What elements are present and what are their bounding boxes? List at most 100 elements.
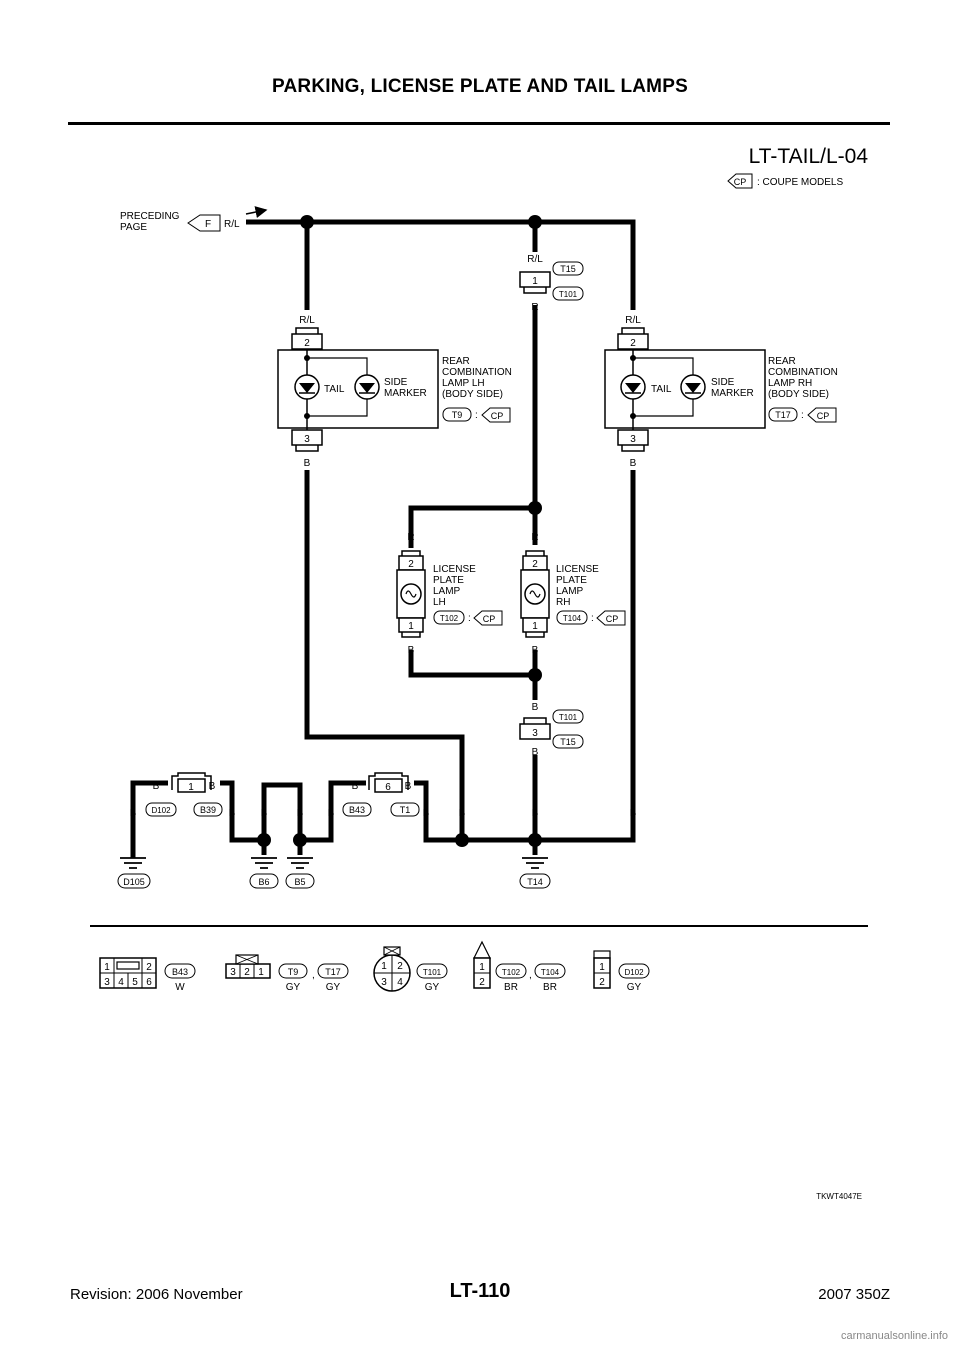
svg-text:CP: CP [483,614,496,624]
legend-coupe: CP : COUPE MODELS [727,173,843,189]
svg-text:RH: RH [556,597,570,608]
svg-text:B5: B5 [294,877,305,887]
svg-text:D102: D102 [624,968,644,977]
svg-text:T15: T15 [560,737,576,747]
svg-text:2: 2 [146,962,152,973]
svg-text:T9: T9 [452,410,463,420]
svg-text:2: 2 [304,338,310,349]
svg-text:LICENSE: LICENSE [556,564,599,575]
svg-text:B: B [328,808,335,819]
svg-text:3: 3 [104,977,110,988]
svg-text:B: B [229,808,236,819]
svg-text:B: B [630,458,637,469]
svg-text:LAMP RH: LAMP RH [768,378,812,389]
svg-text::: : [468,613,471,624]
ground-labels: D105 B6 B5 T14 [117,873,551,889]
svg-text:2: 2 [599,977,605,988]
svg-text:CP: CP [491,411,504,421]
connector-face-d102: 1 2 D102 GY [593,950,650,993]
svg-text:T102: T102 [502,968,521,977]
svg-text:3: 3 [381,977,387,988]
svg-text:MARKER: MARKER [711,388,754,399]
svg-text:1: 1 [532,621,538,632]
svg-text:B: B [532,808,539,819]
svg-text:B: B [352,781,359,792]
svg-text:D102: D102 [151,806,171,815]
svg-text:4: 4 [397,977,403,988]
svg-text:B: B [459,808,466,819]
svg-text:B39: B39 [200,805,216,815]
wires [130,219,636,858]
watermark: carmanualsonline.info [840,1330,948,1342]
svg-text:SIDE: SIDE [711,377,735,388]
svg-text:1: 1 [188,782,194,793]
svg-text:1: 1 [479,962,485,973]
svg-text:2: 2 [630,338,636,349]
svg-text:PLATE: PLATE [556,575,587,586]
svg-text:,: , [312,970,315,981]
svg-text:B6: B6 [258,877,269,887]
connector-face-t101: 1 2 3 4 T101 GY [373,946,448,993]
svg-text:B: B [297,808,304,819]
svg-text:B: B [209,781,216,792]
rear-combination-lamp-rh: 2 TAIL SIDE MARKER 3 REAR COMBINATION LA… [604,327,838,452]
svg-text:B: B [423,808,430,819]
figure-code: TKWT4047E [816,1192,862,1201]
header-rule [68,122,890,125]
svg-text:6: 6 [385,782,391,793]
svg-text:PLATE: PLATE [433,575,464,586]
wire-color-labels: R/L R/L R/L R B B R R B B B B B B B B B … [130,254,642,819]
svg-text:T104: T104 [541,968,560,977]
svg-text:R: R [531,302,538,313]
svg-text:2: 2 [408,559,414,570]
svg-text:B: B [304,458,311,469]
svg-text:T1: T1 [400,805,411,815]
svg-text:4: 4 [118,977,124,988]
svg-text:T15: T15 [560,264,576,274]
svg-text:T104: T104 [563,614,582,623]
diagram-code: LT-TAIL/L-04 [748,145,868,168]
svg-text:6: 6 [146,977,152,988]
svg-text:3: 3 [630,434,636,445]
svg-text:1: 1 [599,962,605,973]
svg-text:PAGE: PAGE [120,222,147,233]
svg-text:SIDE: SIDE [384,377,408,388]
svg-text:PRECEDING: PRECEDING [120,211,180,222]
svg-text:,: , [529,970,532,981]
svg-text:T101: T101 [559,713,578,722]
svg-text::: : [801,410,804,421]
svg-text:3: 3 [304,434,310,445]
svg-text:1: 1 [408,621,414,632]
svg-text:CP: CP [606,614,619,624]
svg-text:CP: CP [734,177,747,187]
svg-text:3: 3 [230,967,236,978]
svg-text:TAIL: TAIL [324,384,345,395]
license-plate-lamp-rh: 2 1 LICENSE PLATE LAMP RH T104 : CP [520,550,626,638]
connector-t101-lower: 3 T101 T15 [519,709,584,749]
svg-text:T14: T14 [527,877,543,887]
svg-text:R/L: R/L [224,219,240,230]
connector-d102-b39: 1 D102 B39 [130,772,235,817]
svg-text:T17: T17 [775,410,791,420]
svg-text:B: B [630,808,637,819]
svg-text:T101: T101 [559,290,578,299]
footer-revision: Revision: 2006 November [70,1286,243,1303]
svg-text:GY: GY [425,982,440,993]
svg-text:CP: CP [817,411,830,421]
svg-text:D105: D105 [123,877,145,887]
ground-symbols [120,857,548,869]
svg-text:1: 1 [104,962,110,973]
svg-text:COMBINATION: COMBINATION [768,367,838,378]
svg-text:R/L: R/L [625,315,641,326]
svg-text:B: B [408,645,415,656]
svg-text:B: B [153,781,160,792]
svg-text:REAR: REAR [442,356,470,367]
svg-text:(BODY SIDE): (BODY SIDE) [768,389,829,400]
svg-text:R: R [531,532,538,543]
svg-text::: : [475,410,478,421]
svg-text:F: F [205,219,211,230]
svg-text:LICENSE: LICENSE [433,564,476,575]
svg-text:B43: B43 [172,967,188,977]
svg-text:LH: LH [433,597,446,608]
svg-text:REAR: REAR [768,356,796,367]
